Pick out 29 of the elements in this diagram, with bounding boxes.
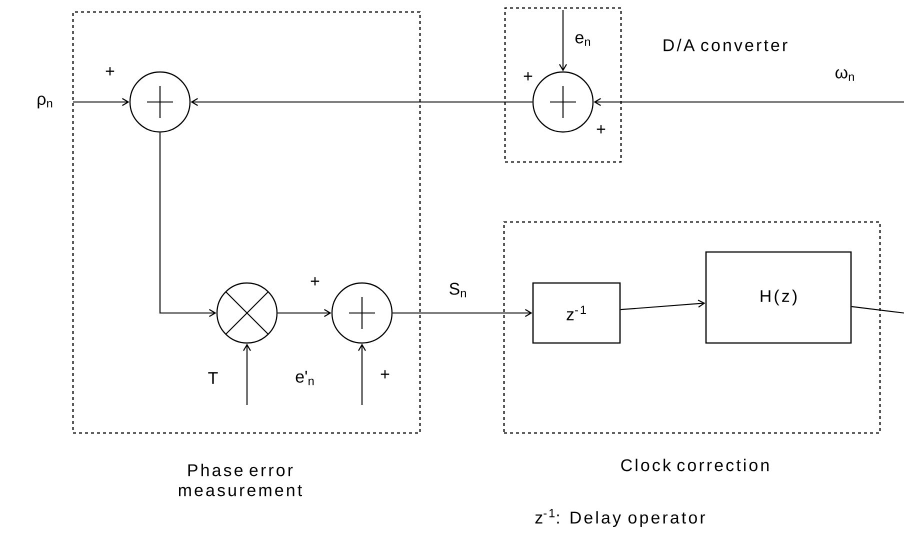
arrow <box>190 98 532 106</box>
arrow <box>620 300 706 310</box>
signal-label: ω$_{n}$ <box>836 69 854 81</box>
sign-label: + <box>106 67 114 76</box>
sign-label: + <box>310 277 320 286</box>
sign-label: + <box>380 370 390 378</box>
signal-label: S$_{n}$ <box>450 282 466 298</box>
signal-label: T <box>208 372 218 384</box>
block-heading: Phase error measurement <box>178 464 302 496</box>
summing-junction <box>331 282 393 344</box>
arrow <box>73 98 130 106</box>
block-box: z$^{-1}$ <box>532 282 621 344</box>
summing-junction <box>129 71 191 133</box>
note-text: z$^{-1}$: Delay operator <box>535 509 706 527</box>
block-heading: D/A converter <box>664 38 788 52</box>
signal-label: e'$_{n}$ <box>296 370 314 386</box>
summing-junction <box>532 71 594 133</box>
signal-label: ρ$_{n}$ <box>38 96 52 108</box>
signal-label: e$_{n}$ <box>575 34 590 46</box>
block-box: H(z) <box>705 251 852 344</box>
arrow <box>392 309 532 317</box>
arrow <box>243 344 251 405</box>
block-heading: Clock correction <box>621 458 769 472</box>
multiplier-junction <box>216 282 278 344</box>
arrow <box>159 132 216 317</box>
arrow <box>559 10 567 72</box>
arrow <box>278 309 332 317</box>
arrow <box>358 344 366 405</box>
arrow <box>594 98 904 106</box>
